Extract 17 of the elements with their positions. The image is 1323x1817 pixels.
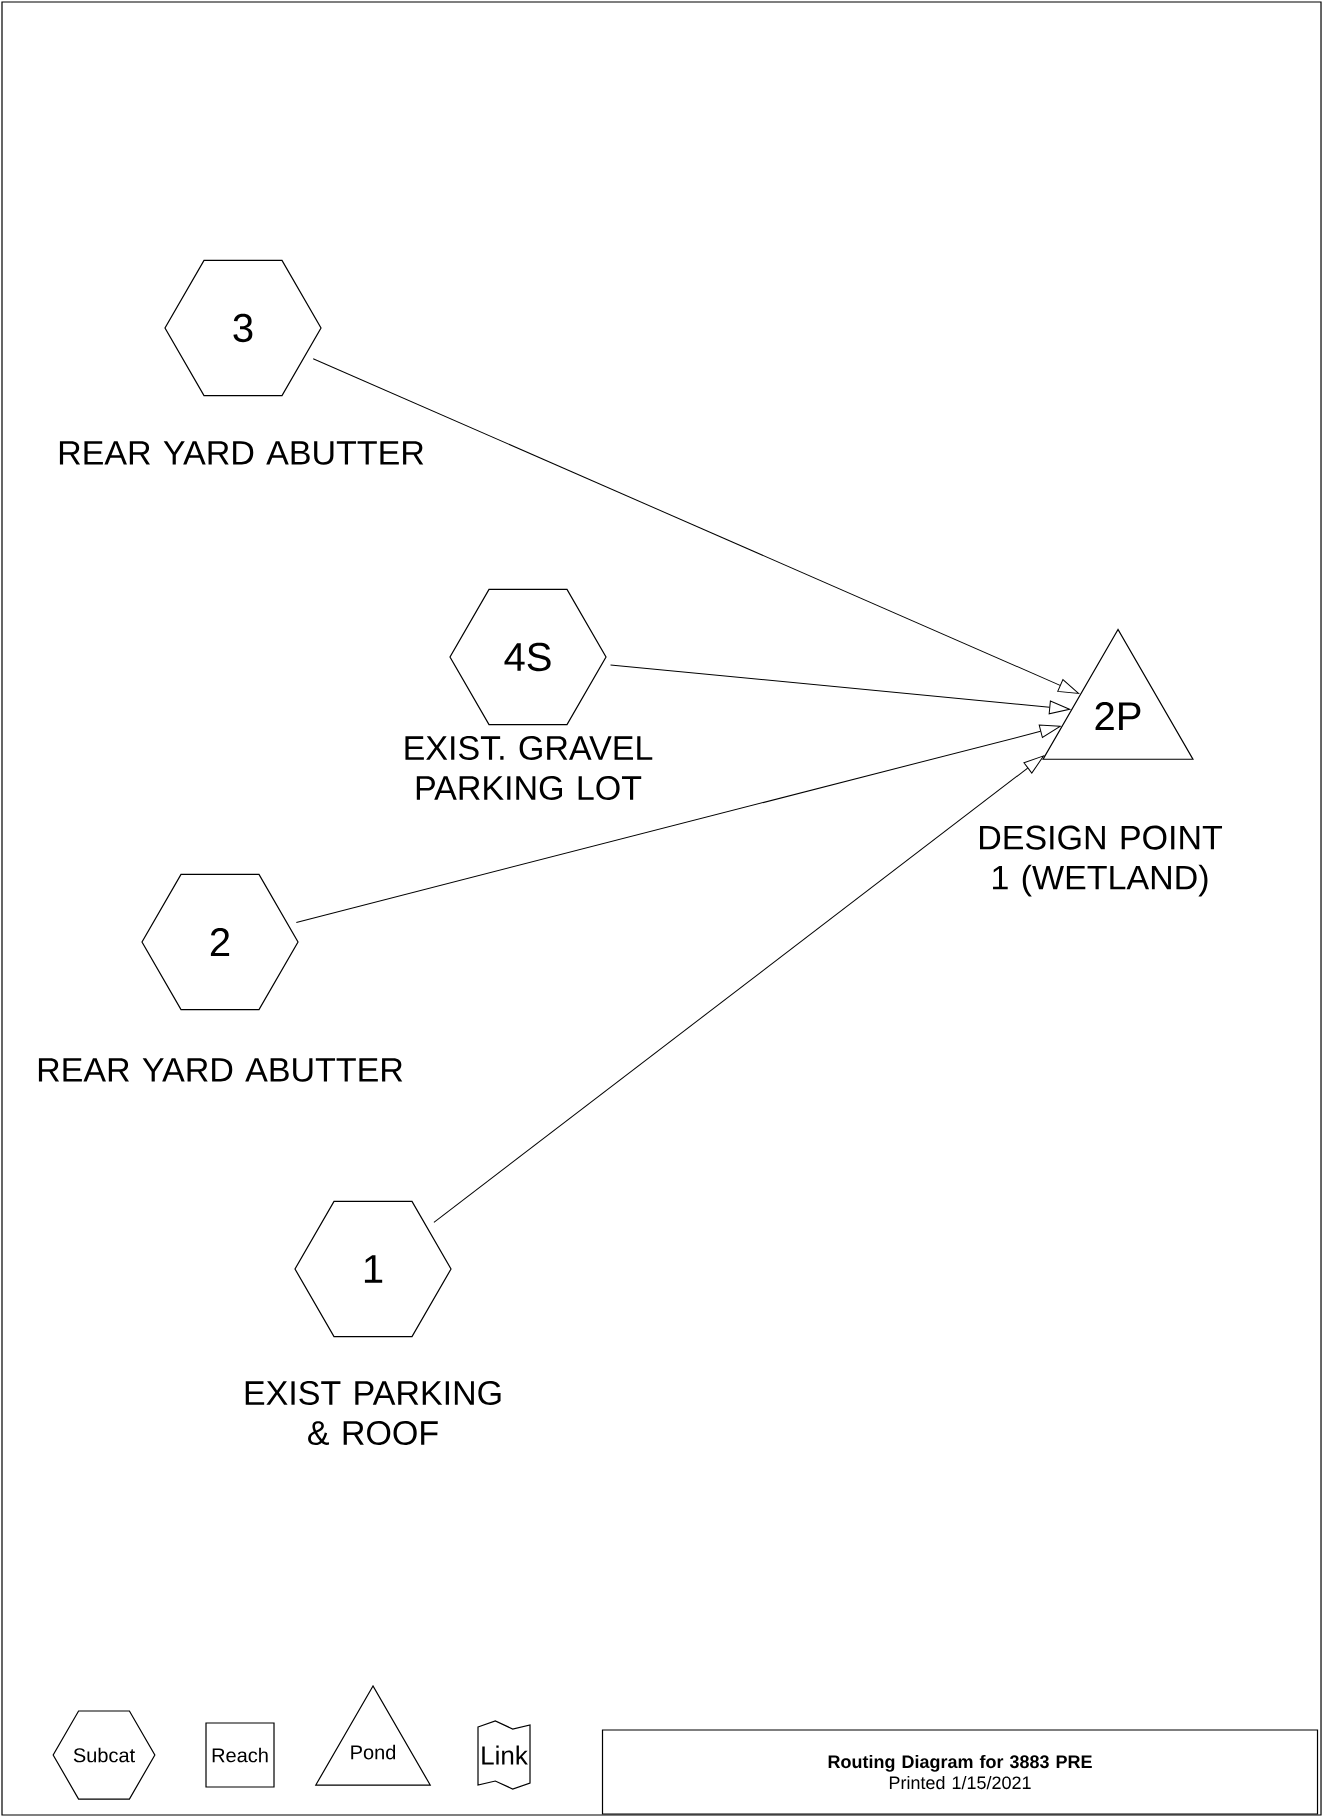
node-label: EXIST. GRAVEL PARKING LOT [405, 735, 653, 801]
node-label: REAR YARD ABUTTER [38, 1058, 403, 1082]
node-label: REAR YARD ABUTTER [59, 441, 424, 465]
subcatchment-hexagon: 2 [141, 873, 299, 1011]
subcatchment-hexagon: 1 [294, 1200, 452, 1338]
reach-box: Reach [205, 1722, 275, 1788]
subcatchment-hexagon: 4S [449, 588, 607, 726]
arrow [433, 755, 1045, 1223]
subcatchment-hexagon: 3 [164, 259, 322, 397]
arrow [312, 358, 1080, 694]
node-label: EXIST PARKING & ROOF [245, 1380, 501, 1446]
pond-triangle: 2P [1042, 628, 1194, 760]
arrow [295, 724, 1061, 923]
subcatchment-hexagon: Subcat [52, 1710, 156, 1800]
arrow [610, 664, 1071, 715]
title-block: Routing Diagram for 3883 PRE Printed 1/15/2021 [601, 1729, 1319, 1815]
node-label: DESIGN POINT 1 (WETLAND) [980, 825, 1222, 897]
